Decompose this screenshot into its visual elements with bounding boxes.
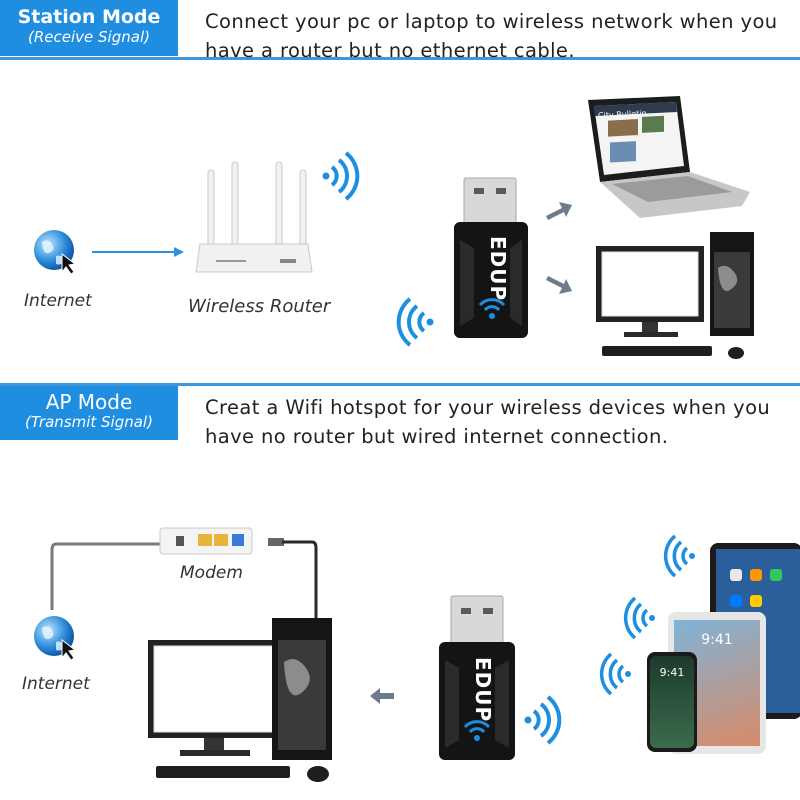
ap-internet-label: Internet [22, 674, 90, 694]
ap-adapter-brand-label: EDUP [471, 657, 495, 723]
usb-adapter-ap: EDUP [437, 595, 517, 760]
ap-mode-subtitle: (Transmit Signal) [25, 413, 153, 431]
modem-label: Modem [180, 563, 243, 583]
station-mode-subtitle: (Receive Signal) [28, 28, 150, 46]
ethernet-cable-right [268, 538, 318, 622]
ap-description-line2: have no router but wired internet connec… [205, 425, 669, 448]
arrow-to-laptop [546, 202, 572, 220]
laptop-icon [588, 96, 750, 218]
modem-icon [159, 527, 253, 555]
phone-time: 9:41 [659, 666, 685, 679]
ap-desktop-pc-icon [148, 618, 332, 782]
ap-mode-tag: AP Mode (Transmit Signal) [0, 386, 178, 440]
station-internet-label: Internet [24, 291, 92, 311]
adapter-brand-label: EDUP [486, 236, 510, 302]
wifi-signal-icon [322, 151, 360, 201]
arrow-to-desktop [546, 276, 572, 294]
wireless-router-icon [195, 161, 313, 273]
router-label: Wireless Router [188, 296, 331, 317]
arrow-adapter-to-pc [370, 688, 394, 704]
station-description-line1: Connect your pc or laptop to wireless ne… [205, 10, 778, 33]
phone-wifi-icon [599, 652, 631, 696]
internet-router-arrow [92, 247, 184, 257]
ap-divider-top [0, 383, 800, 386]
tablet-wifi-icon [623, 596, 655, 640]
ap-description: Creat a Wifi hotspot for your wireless d… [205, 393, 770, 451]
usb-adapter-body-icon [454, 177, 528, 338]
desktop-pc-icon [596, 232, 754, 359]
ap-transmit-wifi-icon [524, 695, 562, 745]
laptop-wifi-icon [663, 534, 695, 578]
station-description: Connect your pc or laptop to wireless ne… [205, 7, 778, 65]
ap-usb-adapter-body-icon [439, 595, 515, 760]
ap-mode-title: AP Mode [45, 390, 133, 414]
tablet-time: 9:41 [701, 632, 733, 648]
internet-globe-icon [34, 230, 77, 275]
ap-description-line1: Creat a Wifi hotspot for your wireless d… [205, 396, 771, 419]
station-divider [0, 57, 800, 60]
ethernet-cable-left [50, 542, 160, 610]
station-mode-title: Station Mode [17, 6, 161, 28]
usb-adapter-station: EDUP [452, 177, 532, 338]
wifi-receive-icon [396, 297, 434, 347]
ap-internet-globe-icon [34, 616, 77, 661]
station-description-line2: have a router but no ethernet cable. [205, 39, 575, 62]
station-mode-tag: Station Mode (Receive Signal) [0, 0, 178, 56]
phone-screen [650, 656, 694, 748]
ap-phone: 9:41 [647, 652, 697, 752]
